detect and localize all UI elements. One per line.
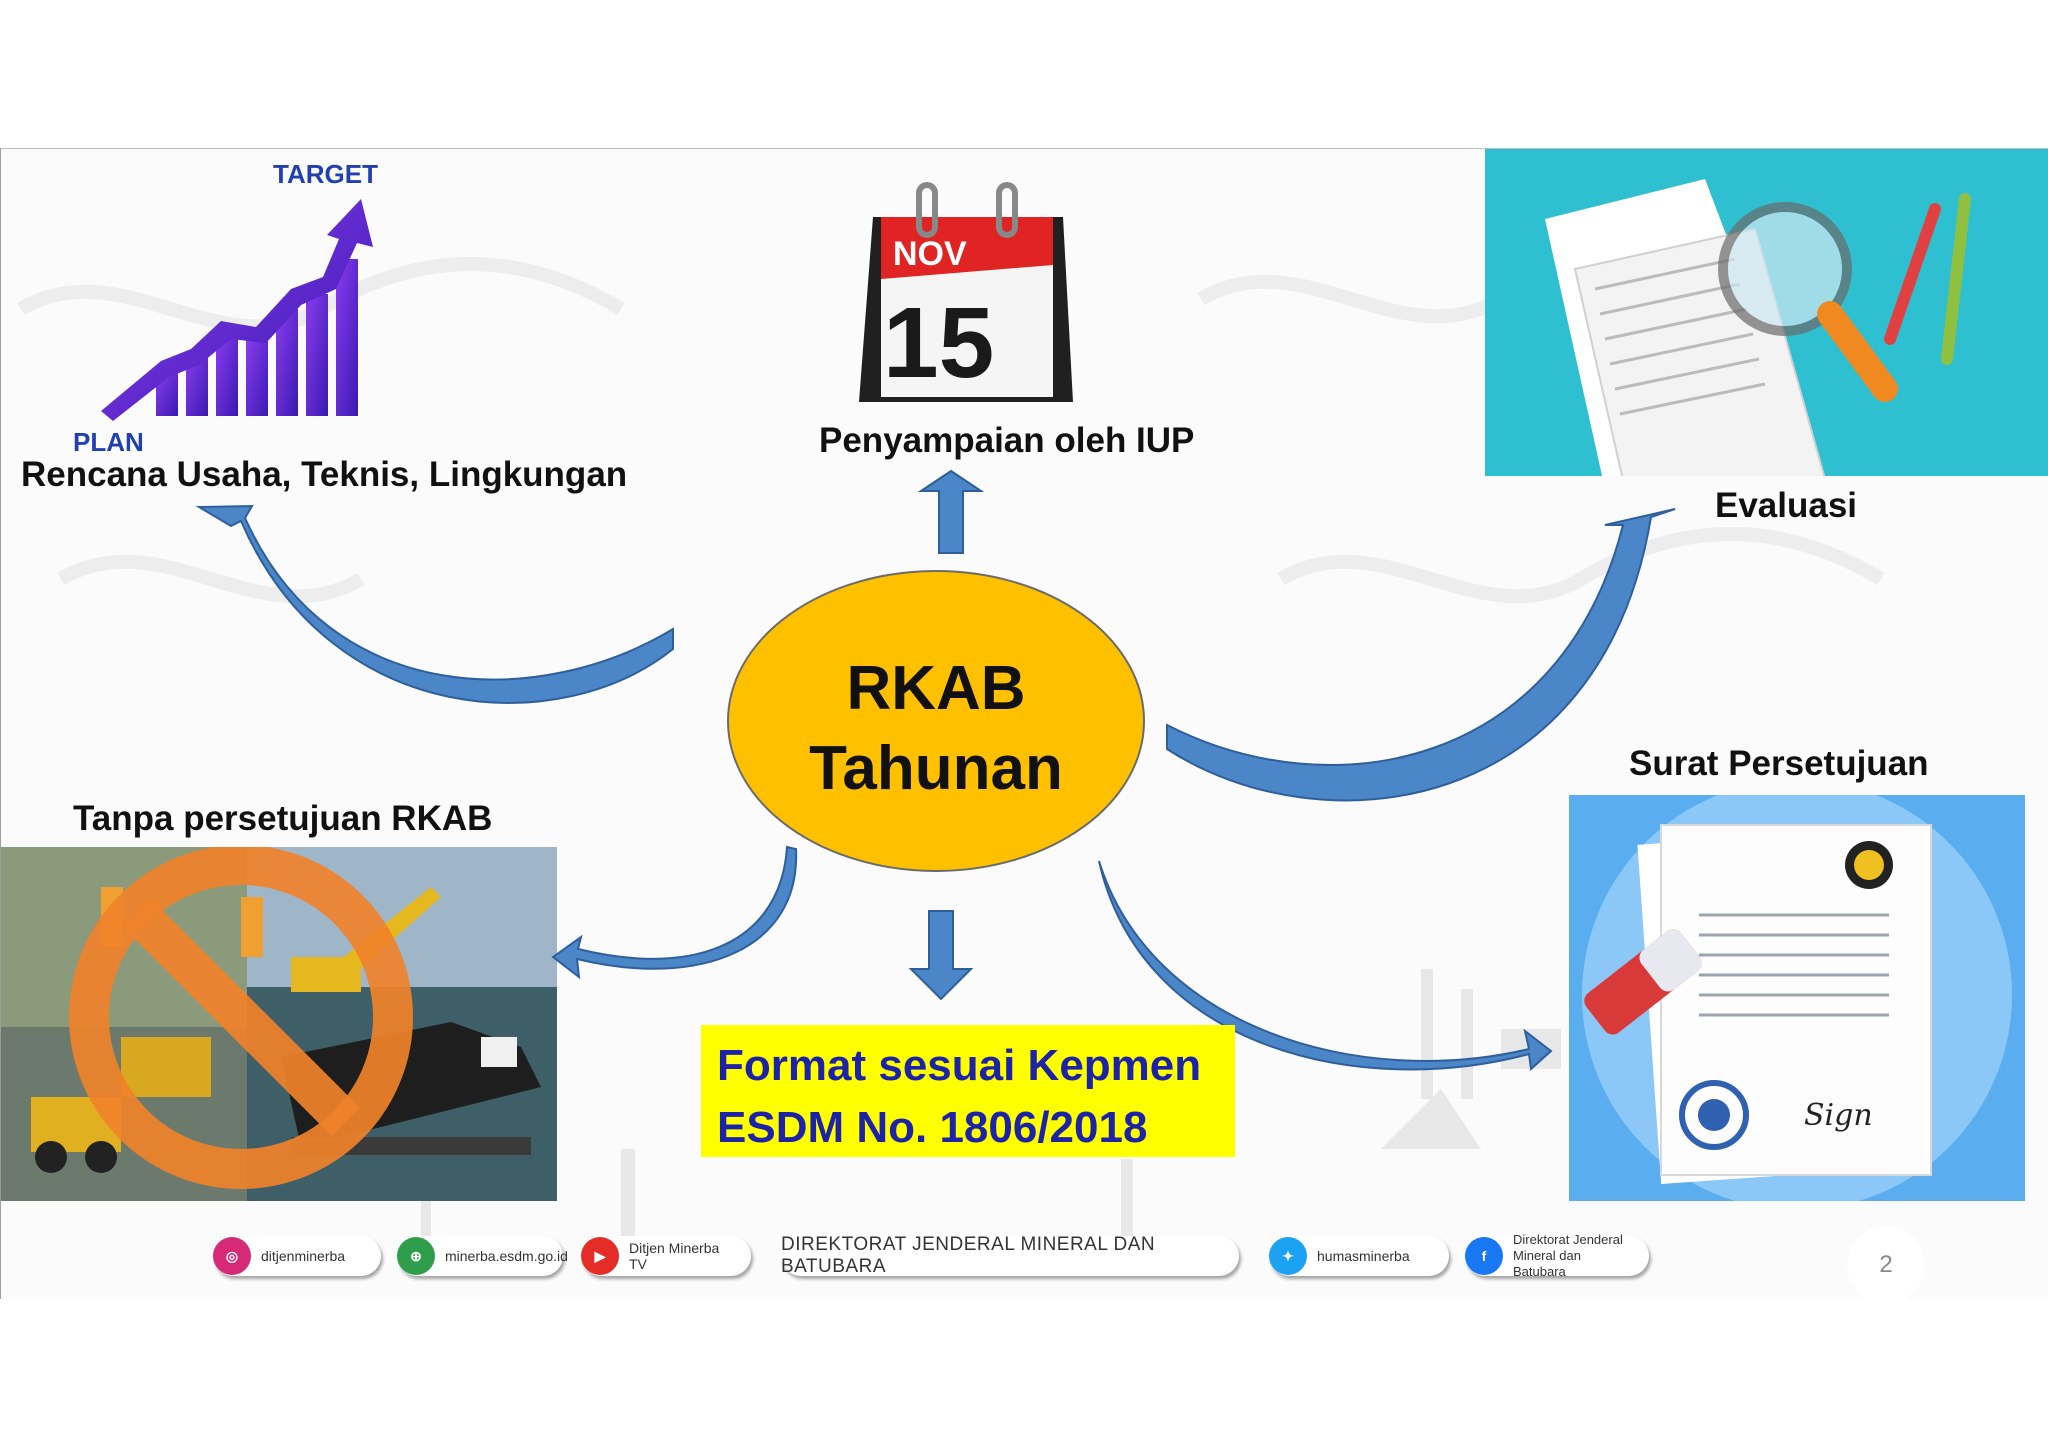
youtube-icon: ▶ bbox=[581, 1237, 619, 1275]
evaluasi-image bbox=[1485, 149, 2048, 476]
arrow-to-surat bbox=[1098, 860, 1553, 1072]
directorate-label: DIREKTORAT JENDERAL MINERAL DAN BATUBARA bbox=[781, 1234, 1239, 1277]
arrow-to-penyampaian bbox=[917, 469, 985, 554]
twitter-handle: humasminerba bbox=[1317, 1248, 1410, 1264]
mining-prohibited-image bbox=[1, 847, 557, 1201]
signature-text: Sign bbox=[1804, 1098, 1873, 1133]
format-line1: Format sesuai Kepmen bbox=[717, 1041, 1202, 1090]
twitter-link[interactable]: ✦ humasminerba bbox=[1269, 1236, 1449, 1276]
calendar-month: NOV bbox=[893, 235, 967, 273]
center-circle bbox=[727, 570, 1145, 872]
youtube-channel: Ditjen Minerba TV bbox=[629, 1240, 720, 1272]
arrow-to-format bbox=[908, 910, 974, 1001]
globe-icon: ⊕ bbox=[397, 1237, 435, 1275]
arrow-to-evaluasi bbox=[1166, 508, 1676, 802]
center-label-line1: RKAB bbox=[846, 654, 1026, 723]
website-link[interactable]: ⊕ minerba.esdm.go.id bbox=[397, 1236, 568, 1276]
instagram-icon: ◎ bbox=[213, 1237, 251, 1275]
facebook-link[interactable]: f Direktorat Jenderal Mineral dan Batuba… bbox=[1465, 1232, 1649, 1279]
page-number: 2 bbox=[1847, 1226, 1925, 1299]
facebook-line1: Direktorat Jenderal bbox=[1513, 1232, 1623, 1247]
center-label-line2: Tahunan bbox=[809, 734, 1063, 803]
footer: ◎ ditjenminerba ⊕ minerba.esdm.go.id ▶ D… bbox=[1, 1214, 2048, 1299]
twitter-icon: ✦ bbox=[1269, 1237, 1307, 1275]
website-url: minerba.esdm.go.id bbox=[445, 1248, 568, 1264]
node-tanpa-persetujuan: Tanpa persetujuan RKAB bbox=[73, 799, 493, 838]
node-rencana: Rencana Usaha, Teknis, Lingkungan bbox=[21, 455, 628, 494]
target-label: TARGET bbox=[273, 159, 378, 189]
instagram-link[interactable]: ◎ ditjenminerba bbox=[213, 1236, 381, 1276]
slide: TARGET PLAN NOV 15 bbox=[0, 148, 2048, 1299]
format-line2: ESDM No. 1806/2018 bbox=[717, 1103, 1148, 1152]
node-penyampaian: Penyampaian oleh IUP bbox=[819, 421, 1195, 460]
plan-label: PLAN bbox=[73, 427, 144, 457]
calendar-day: 15 bbox=[883, 287, 994, 399]
node-surat-persetujuan: Surat Persetujuan bbox=[1629, 744, 1929, 783]
facebook-icon: f bbox=[1465, 1237, 1503, 1275]
surat-persetujuan-image: Sign bbox=[1569, 795, 2025, 1201]
center-label: RKAB Tahunan bbox=[726, 649, 1146, 809]
youtube-link[interactable]: ▶ Ditjen Minerba TV bbox=[581, 1236, 751, 1276]
node-evaluasi: Evaluasi bbox=[1715, 486, 1858, 525]
arrow-to-rencana bbox=[195, 504, 674, 704]
format-box: Format sesuai Kepmen ESDM No. 1806/2018 bbox=[701, 1025, 1235, 1157]
diagram-arrows bbox=[195, 469, 1676, 1072]
calendar-icon: NOV 15 bbox=[859, 182, 1073, 402]
growth-chart-icon: TARGET PLAN bbox=[73, 159, 378, 457]
arrow-to-tanpa bbox=[551, 845, 798, 980]
facebook-line2: Mineral dan Batubara bbox=[1513, 1248, 1581, 1279]
instagram-handle: ditjenminerba bbox=[261, 1248, 346, 1264]
